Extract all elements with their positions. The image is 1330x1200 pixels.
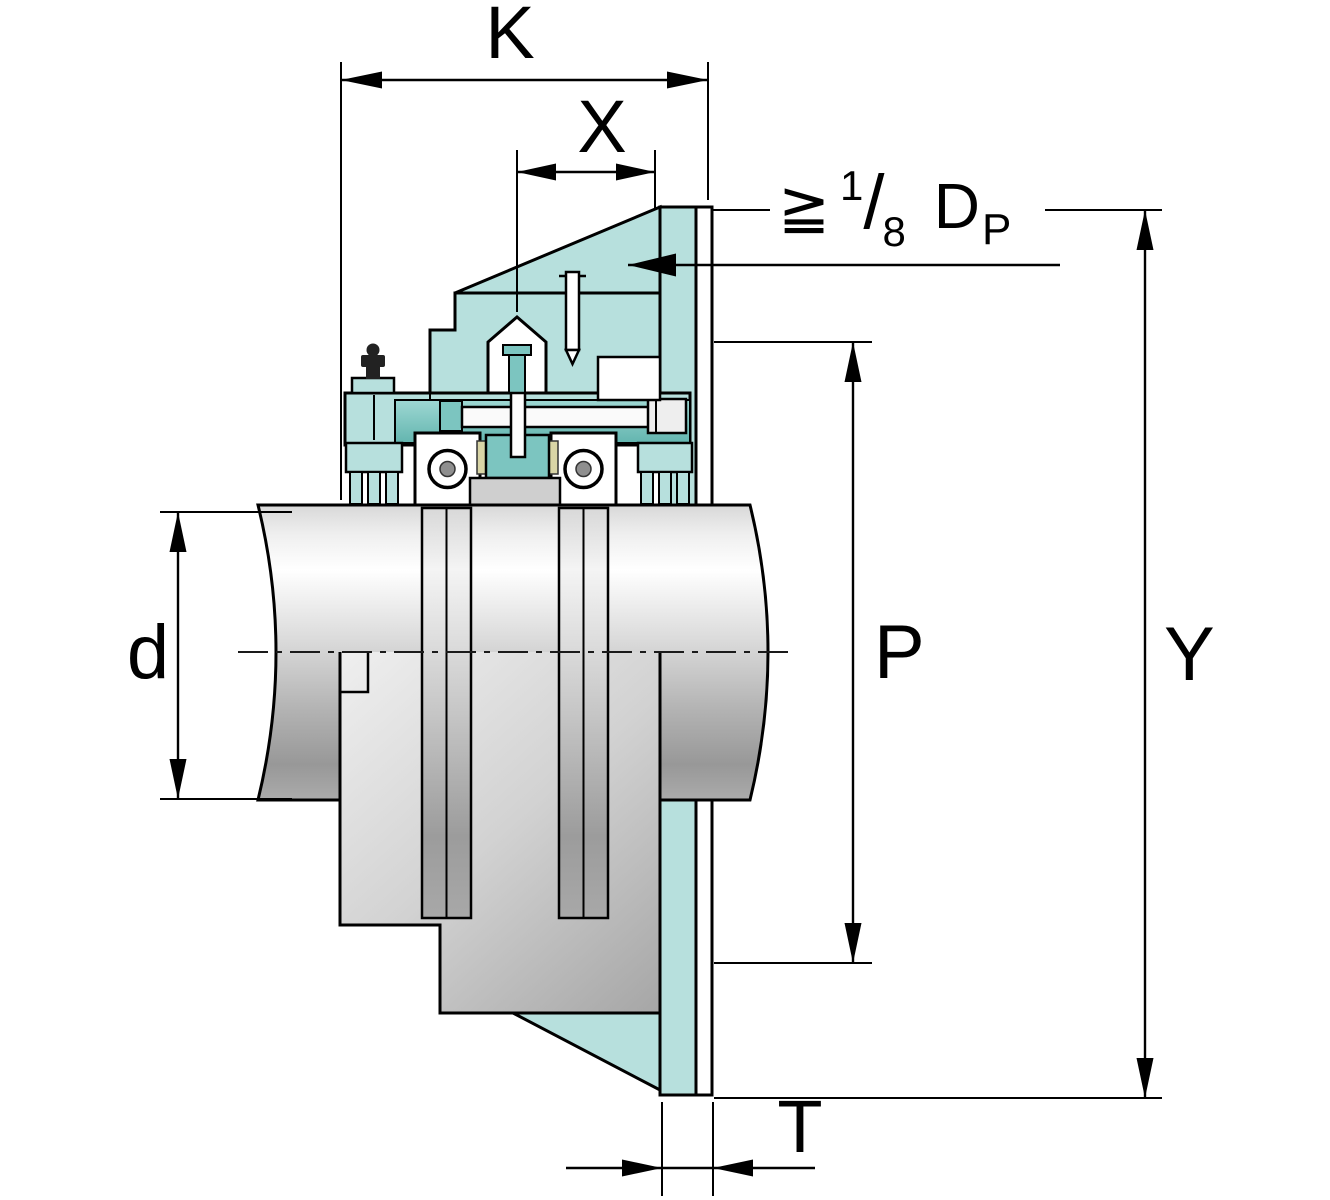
housing-base-outline [338,652,662,1015]
diameter-letter: D [934,170,980,242]
seal-comb-left [344,441,404,505]
inner-sleeve [468,476,562,507]
grease-boss [350,376,396,395]
dimension-t-label: T [777,1085,822,1168]
dowel-pin [559,270,586,367]
arrowhead-left-icon [517,163,556,181]
arrowhead-up-icon [1136,210,1154,250]
grease-fitting-ball [366,343,380,357]
arrowhead-left-icon [713,1159,753,1177]
arrowhead-right-icon [616,163,655,181]
dimension-x: X [516,85,656,312]
arrowhead-up-icon [844,342,862,382]
fraction-denominator: 8 [882,208,905,255]
arrowhead-down-icon [844,923,862,963]
bolt-head [502,344,532,356]
dimension-t: T [566,1085,823,1196]
top-gusset [454,204,662,295]
gte-symbol: ≧ [778,173,830,242]
seal-comb-right [636,441,694,505]
seal-base-right [636,441,694,474]
rod-left-fitting [439,400,463,432]
seal-tooth [385,471,399,505]
grease-fitting-hex [361,355,385,367]
bearing [413,391,618,507]
dimension-k: K [340,0,709,500]
dimension-d: d [127,511,292,800]
dimension-p-label: P [874,610,925,695]
arrowhead-up-icon [169,512,187,552]
dimension-d-label: d [127,610,169,695]
arrowhead-right-icon [667,71,708,89]
seal-tooth [640,471,654,505]
seal-base-left [344,441,404,474]
adjusting-rod [460,405,652,429]
housing-recess [596,355,662,402]
seal-tooth [349,471,363,505]
housing-base [338,652,662,1015]
dimension-y-label: Y [1164,612,1215,697]
arrowhead-down-icon [169,759,187,799]
fraction-numerator: 1 [840,162,863,209]
dimension-x-label: X [577,85,626,168]
dimension-k-label: K [485,0,534,74]
arrowhead-right-icon [622,1159,662,1177]
grease-fitting-icon [361,343,385,379]
rod-end-cap [646,397,688,435]
seal-tooth [676,471,690,505]
housing-base-fill [340,652,660,1013]
center-bolt-housing [486,315,548,395]
housing-base-step [340,652,370,694]
leader-arrowhead-icon [628,253,676,277]
fraction-slash: / [863,160,885,245]
bottom-gusset [512,1011,662,1093]
sleeve-columns [420,506,610,920]
dimension-p: P [714,341,925,964]
seal-tooth [367,471,381,505]
bolt-shaft [508,354,526,394]
arrowhead-down-icon [1136,1058,1154,1098]
ball-left-center [439,460,456,478]
grease-fitting-stem [366,366,380,379]
ball-right-center [575,460,592,478]
dowel-pin-body [564,270,581,352]
dimension-y: Y [712,209,1215,1099]
locating-pin [509,391,527,459]
arrowhead-left-icon [341,71,382,89]
dowel-pin-tip [564,348,581,367]
seal-tooth [658,471,672,505]
diameter-subscript: P [982,205,1011,254]
